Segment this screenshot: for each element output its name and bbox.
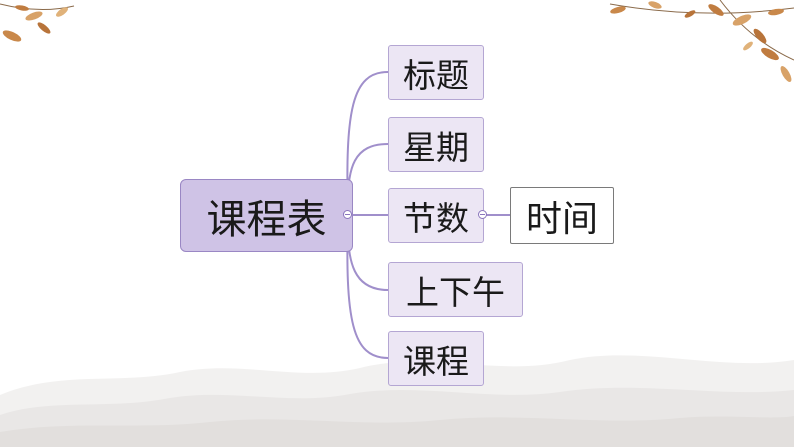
leaf-node-shijian[interactable]: 时间: [510, 187, 614, 244]
branch-node-jieshu[interactable]: 节数: [388, 188, 484, 243]
autumn-leaves-top-right: [609, 0, 794, 82]
central-topic[interactable]: 课程表: [180, 179, 353, 252]
connector-kecheng: [346, 214, 389, 359]
branch-node-shangxiawu[interactable]: 上下午: [388, 262, 523, 317]
mountain-wash: [0, 355, 794, 447]
branch-node-kecheng[interactable]: 课程: [388, 331, 484, 386]
connector-xingqi: [346, 143, 389, 216]
collapse-minus-icon[interactable]: [343, 210, 352, 219]
autumn-leaves-top-left: [0, 3, 75, 42]
collapse-minus-icon[interactable]: [478, 210, 487, 219]
branch-node-xingqi[interactable]: 星期: [388, 117, 484, 172]
connector-shangxiawu: [346, 214, 389, 291]
branch-node-biaoti[interactable]: 标题: [388, 45, 484, 100]
